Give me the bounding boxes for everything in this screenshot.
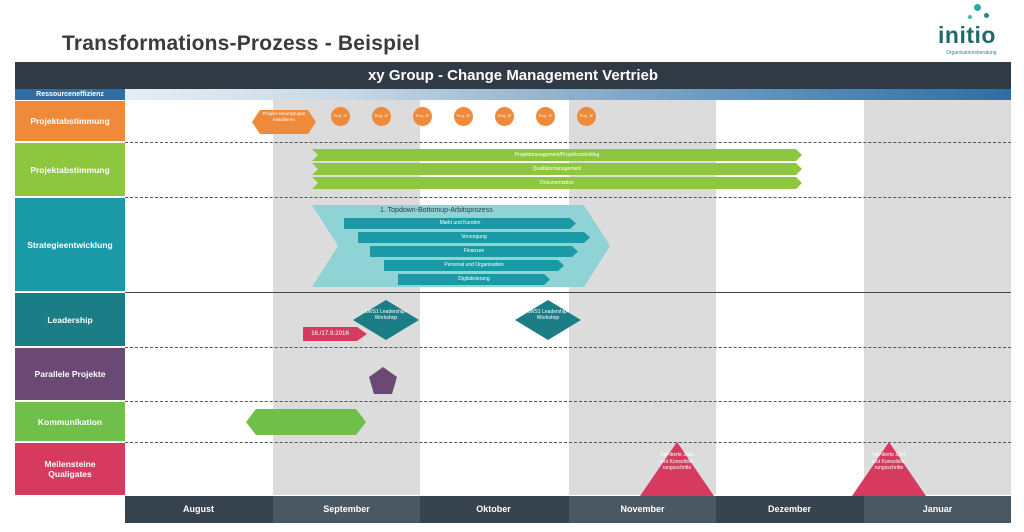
date-tag-label: 16./17.9.2016 [311, 330, 349, 337]
row-label-ressourceneffizienz: Ressourceneffizienz [15, 89, 125, 100]
row-divider [125, 197, 1011, 198]
row-divider [125, 142, 1011, 143]
green-arrow-bars [312, 149, 802, 189]
bar-label-qualitaetsmanagement: Qualitätsmanagement [532, 166, 582, 172]
proj-jf-circle: Proj. JF [331, 107, 350, 126]
row-label-kommunikation: Kommunikation [15, 402, 125, 441]
logo-wordmark: initio [938, 22, 996, 48]
month-axis [125, 496, 1011, 523]
logo: initio Organisationsberatung [934, 4, 1004, 60]
proj-jf-circle: Proj. JF [454, 107, 473, 126]
page-title: Transformations-Prozess - Beispiel [62, 32, 421, 55]
workshop-diamond-1 [353, 300, 419, 340]
bar-label-finanzen: Finanzen [463, 248, 485, 254]
chart-header: xy Group - Change Management Vertrieb [15, 62, 1011, 89]
row-label-leadership: Leadership [15, 293, 125, 346]
month-label-november: November [569, 496, 716, 523]
proj-jf-circle: Proj. JF [372, 107, 391, 126]
row-divider [125, 442, 1011, 443]
row-label-projektabstimmung-1: Projektabstimmung [15, 101, 125, 141]
bar-label-personal: Personal und Organisation [444, 262, 504, 268]
month-label-september: September [273, 496, 420, 523]
row-divider [125, 347, 1011, 348]
ressourceneffizienz-bar [125, 89, 1011, 100]
month-label-januar: Januar [864, 496, 1011, 523]
bar-label-projektmanagement: Projektmanagement/Projektcontrolling [514, 152, 600, 158]
steuergruppe-label: Projekt-steuergruppe installieren [262, 111, 306, 122]
row-label-strategieentwicklung: Strategieentwicklung [15, 198, 125, 291]
row-label-parallele-projekte: Parallele Projekte [15, 348, 125, 400]
proj-jf-circle: Proj. JF [536, 107, 555, 126]
bar-label-versorgung: Versorgung [461, 234, 487, 240]
milestone-triangle-1 [640, 442, 714, 496]
month-label-oktober: Oktober [476, 504, 511, 514]
milestone-label-1: Vali-dierte Ziele und Konsolidie-rungssc… [659, 452, 695, 471]
proj-jf-circle: Proj. JF [495, 107, 514, 126]
workshop-label-2: LWS1 Leadership-Workshop [527, 309, 569, 322]
pentagon-shape [369, 367, 397, 394]
milestone-label-2: Vali-dierte Ziele und Konsolidie-rungssc… [871, 452, 907, 471]
row-divider [125, 292, 1011, 293]
hexagon-shape [252, 110, 316, 134]
month-label-dezember: Dezember [767, 504, 812, 514]
row-label-projektabstimmung-2: Projektabstimmung [15, 143, 125, 196]
strategie-bars [344, 218, 590, 285]
bar-label-dokumentation: Dokumentation [540, 180, 574, 186]
row-label-meilensteine: Meilensteine Qualigates [15, 443, 125, 495]
bar-label-markt: Markt und Kunden [439, 220, 481, 226]
row-divider [125, 401, 1011, 402]
bar-label-digitalisierung: Digitalisierung [458, 276, 490, 282]
strategie-heading: 1. Topdown-Bottomup-Arbitsprozess [380, 207, 493, 214]
workshop-diamond-2 [515, 300, 581, 340]
date-tag-shape [303, 327, 367, 341]
proj-jf-circle: Proj. JF [577, 107, 596, 126]
milestone-triangle-2 [852, 442, 926, 496]
month-label-august: August [183, 504, 214, 514]
proj-jf-circle: Proj. JF [413, 107, 432, 126]
logo-subtitle: Organisationsberatung [946, 50, 997, 56]
workshop-label-1: LWS1 Leadership-Workshop [365, 309, 407, 322]
kommunikation-bar [246, 409, 366, 435]
